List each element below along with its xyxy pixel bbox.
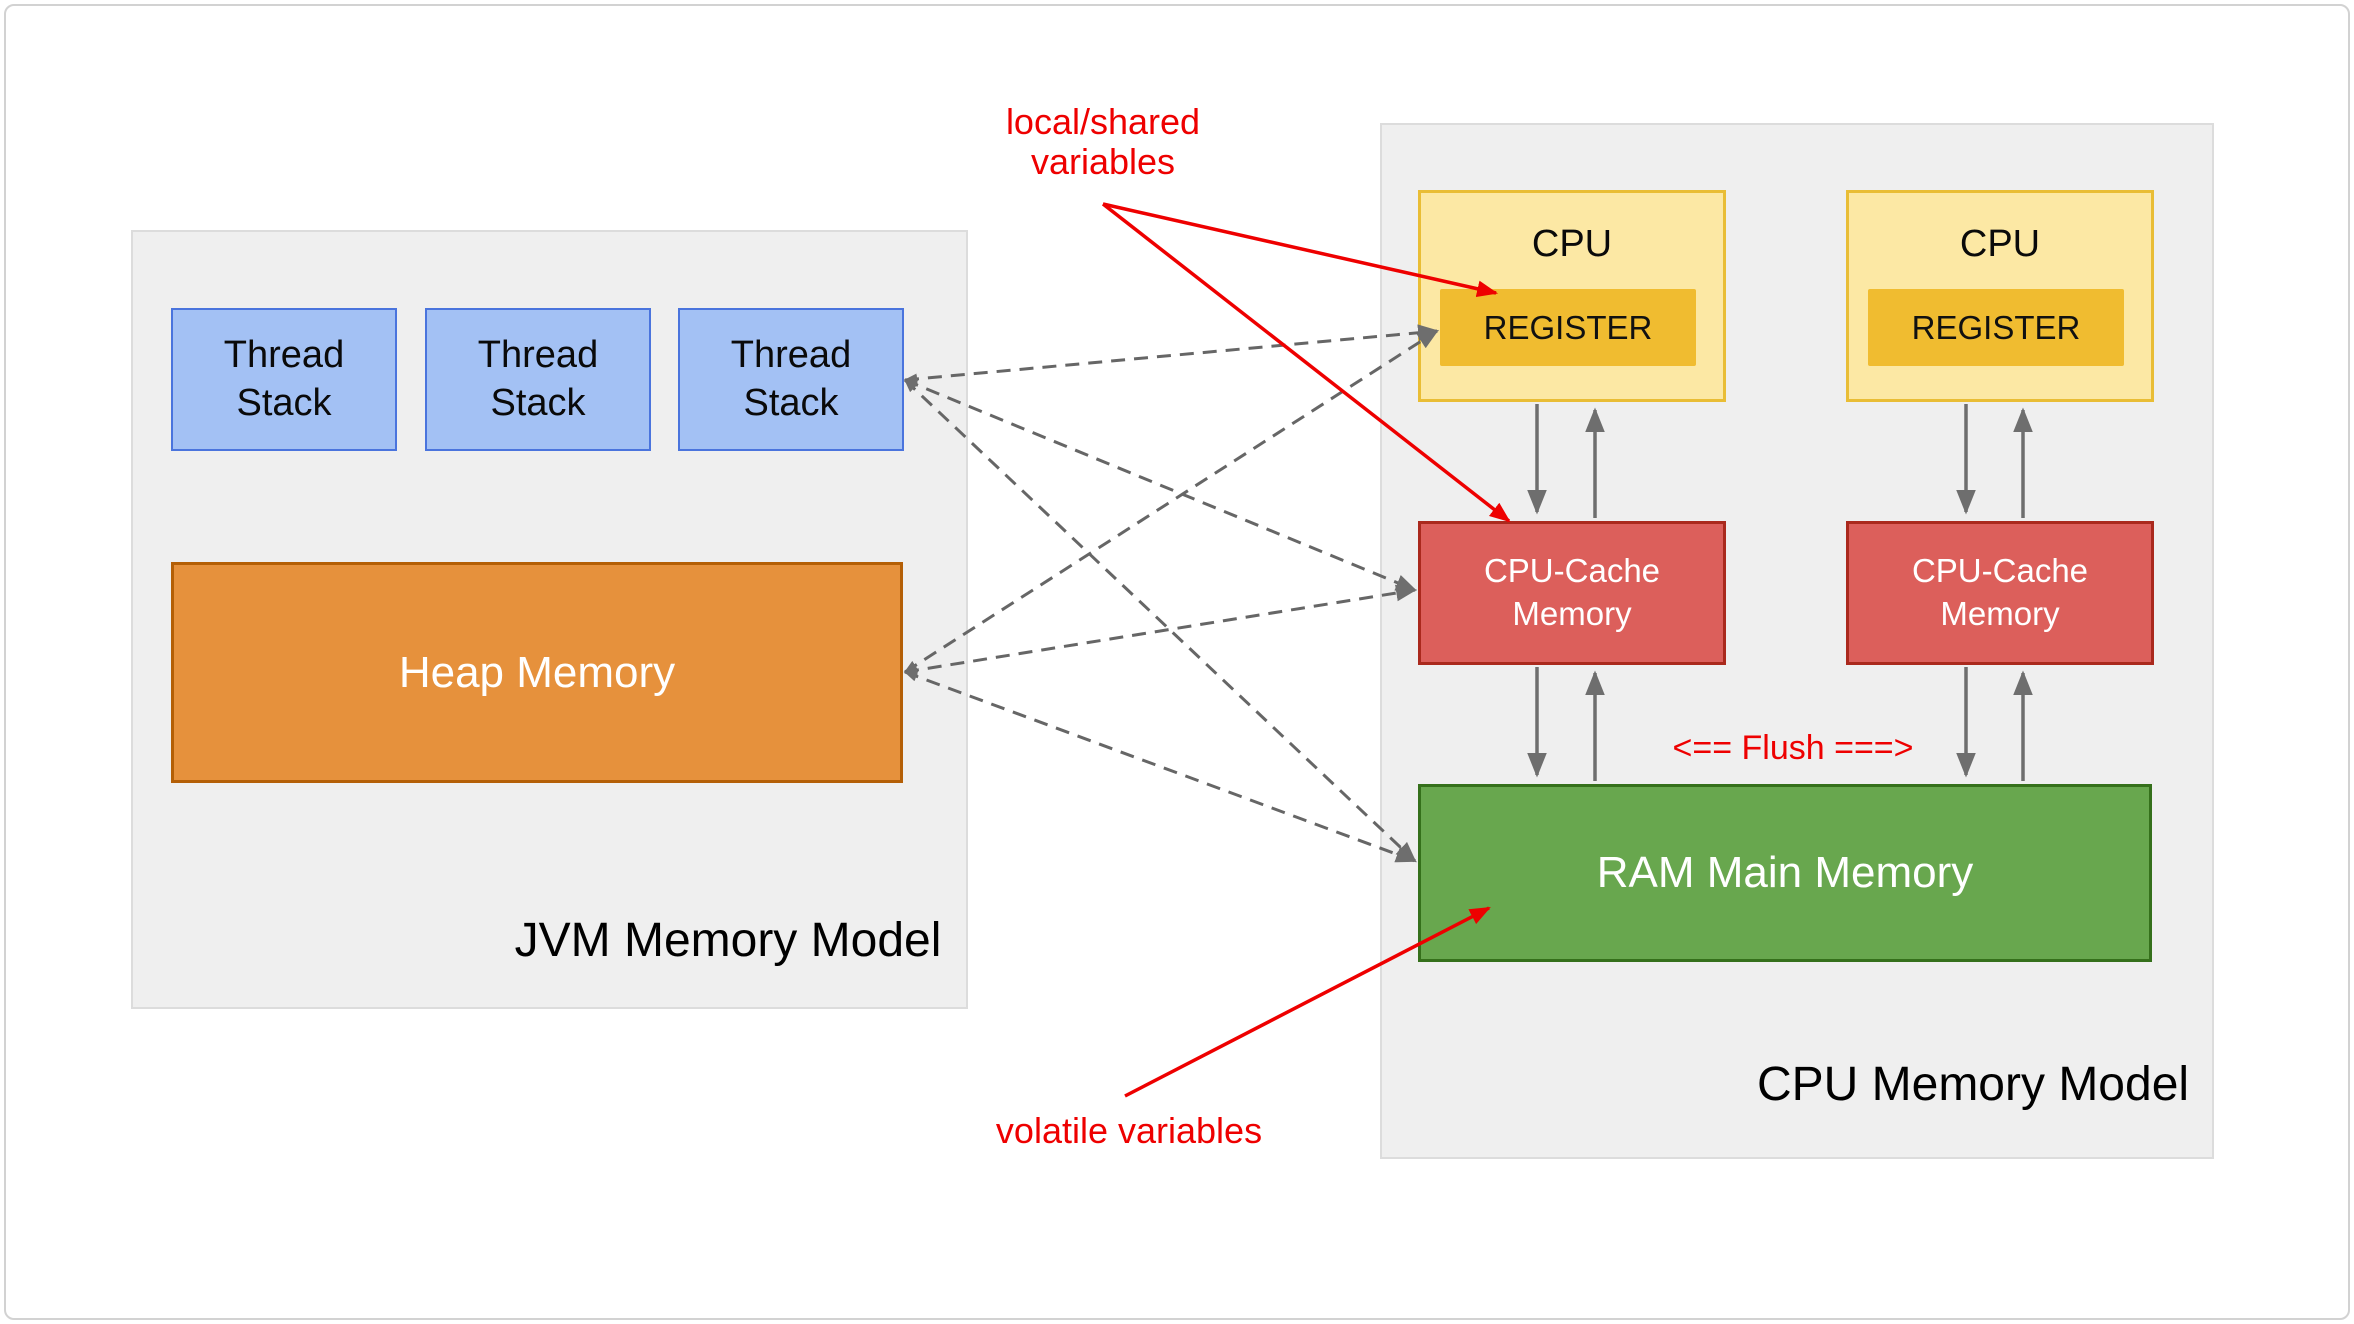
register-box-1: REGISTER [1440, 289, 1696, 366]
thread-stack-box-3: Thread Stack [678, 308, 904, 451]
flush-annotation: <== Flush ===> [1672, 729, 1914, 767]
thread-stack-label: Thread Stack [223, 334, 345, 424]
cpu-panel-title: CPU Memory Model [1756, 1058, 2190, 1111]
jvm-panel-title: JVM Memory Model [514, 914, 942, 967]
register-label: REGISTER [1911, 308, 2081, 346]
cpu-cache-box-1: CPU-Cache Memory [1418, 521, 1726, 665]
register-label: REGISTER [1483, 308, 1653, 346]
thread-stack-label: Thread Stack [477, 334, 599, 424]
heap-memory-box: Heap Memory [171, 562, 903, 783]
thread-stack-box-1: Thread Stack [171, 308, 397, 451]
ram-main-memory-label: RAM Main Memory [1596, 848, 1974, 897]
cpu-label: CPU [1531, 223, 1613, 265]
heap-memory-label: Heap Memory [398, 647, 676, 697]
local-shared-variables-annotation: local/shared variables [1005, 101, 1201, 183]
cpu-cache-label: CPU-Cache Memory [1483, 552, 1661, 632]
thread-stack-label: Thread Stack [730, 334, 852, 424]
ram-main-memory-box: RAM Main Memory [1418, 784, 2152, 962]
cpu-label: CPU [1959, 223, 2041, 265]
register-box-2: REGISTER [1868, 289, 2124, 366]
volatile-variables-annotation: volatile variables [995, 1110, 1263, 1151]
thread-stack-box-2: Thread Stack [425, 308, 651, 451]
cpu-cache-label: CPU-Cache Memory [1911, 552, 2089, 632]
cpu-cache-box-2: CPU-Cache Memory [1846, 521, 2154, 665]
